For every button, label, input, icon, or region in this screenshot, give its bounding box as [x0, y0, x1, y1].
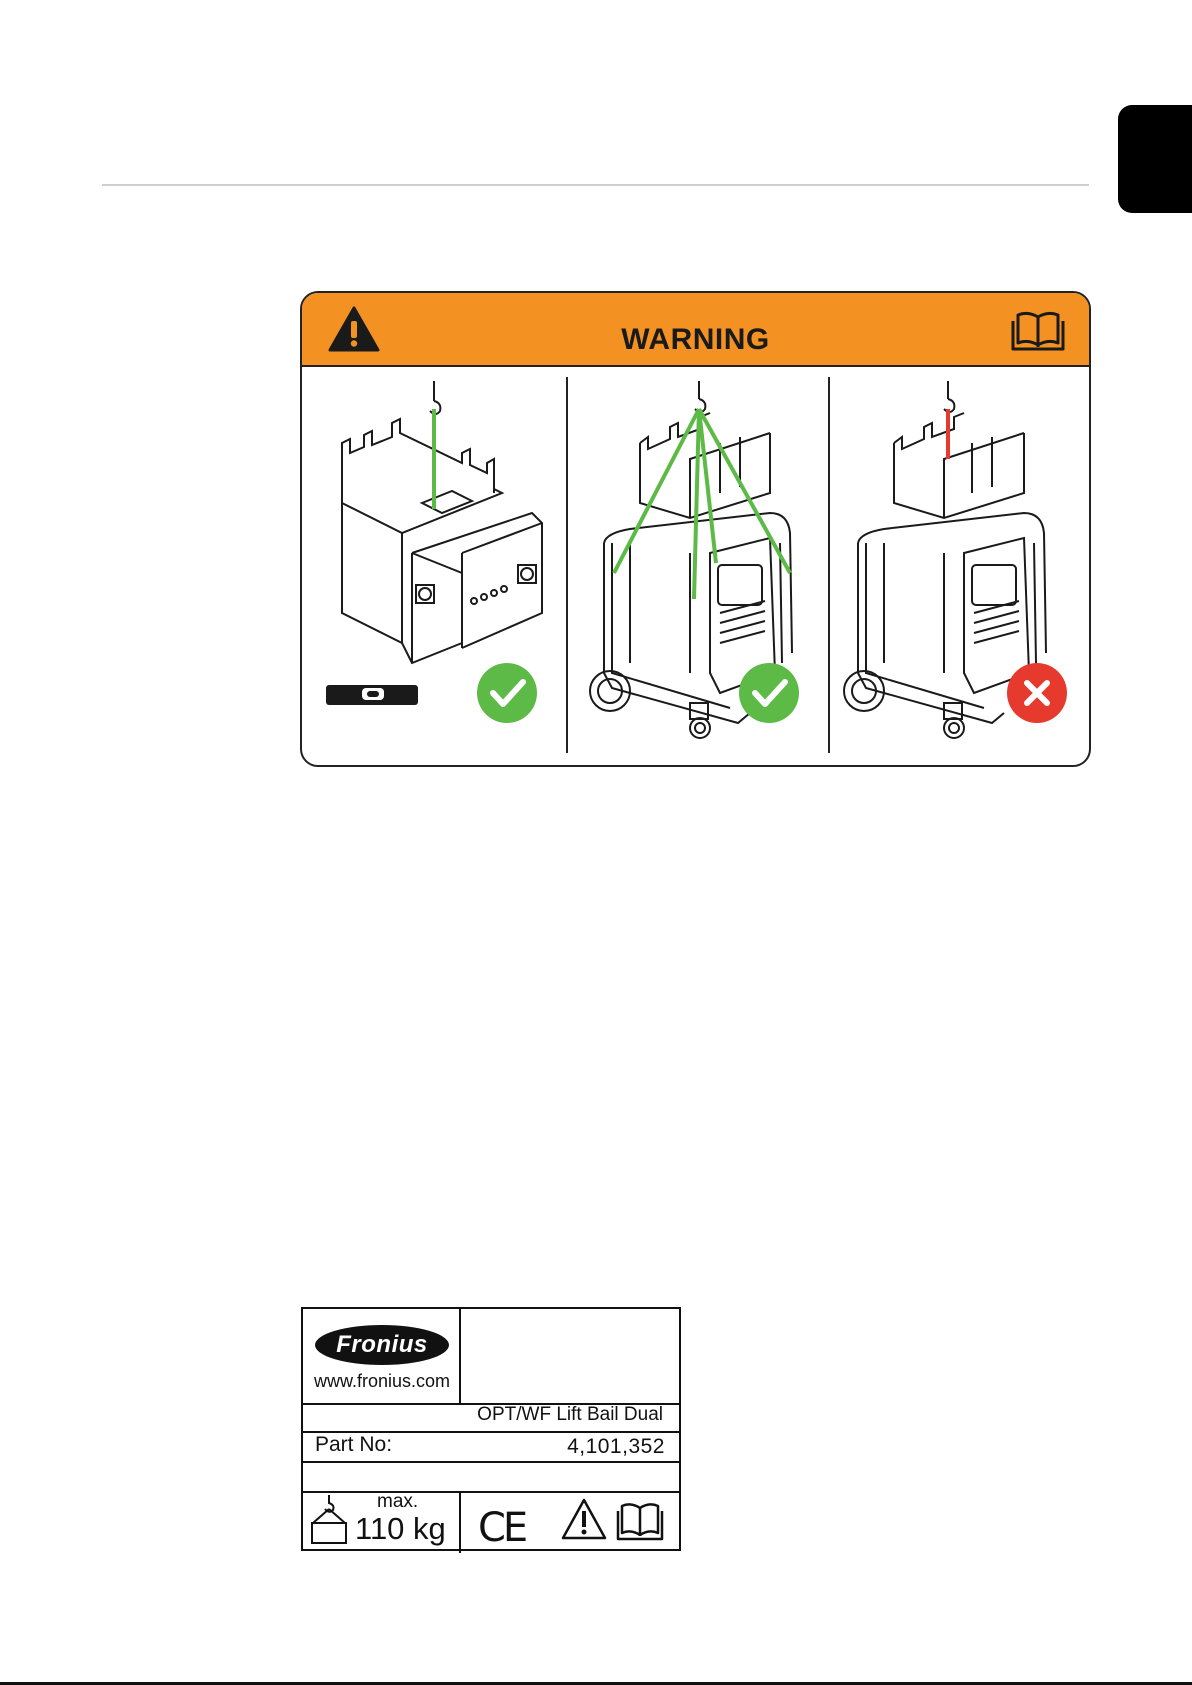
brand-logo: Fronius	[315, 1325, 449, 1365]
part-number-label: Part No:	[315, 1433, 392, 1457]
trolley-illustration	[832, 373, 1086, 763]
plate-rule	[459, 1309, 461, 1403]
wirefeeder-illustration	[312, 373, 562, 763]
plate-rule	[303, 1491, 679, 1493]
brand-name: Fronius	[336, 1331, 428, 1359]
panel-divider	[828, 377, 830, 753]
warning-triangle-icon	[561, 1497, 607, 1541]
read-manual-icon	[615, 1501, 665, 1541]
read-manual-icon	[1010, 309, 1066, 351]
product-name: OPT/WF Lift Bail Dual	[477, 1404, 663, 1426]
spirit-level-icon	[326, 685, 418, 705]
ce-mark: CE	[478, 1505, 525, 1551]
panel-divider	[566, 377, 568, 753]
warning-label: WARNING	[300, 291, 1091, 767]
cross-icon	[1007, 663, 1067, 723]
checkmark-icon	[477, 663, 537, 723]
plate-rule	[459, 1491, 461, 1553]
max-load-label: max.	[377, 1491, 418, 1513]
warning-title: WARNING	[302, 323, 1089, 357]
lifting-hook-icon	[309, 1493, 349, 1545]
header-rule	[102, 184, 1089, 186]
part-number-value: 4,101,352	[567, 1435, 665, 1459]
plate-rule	[303, 1461, 679, 1463]
max-load-value: 110 kg	[355, 1511, 446, 1547]
checkmark-icon	[739, 663, 799, 723]
warning-band: WARNING	[302, 293, 1089, 367]
lift-panel-four-point	[570, 373, 826, 763]
lift-panel-forbidden	[832, 373, 1086, 763]
rating-plate: Fronius www.fronius.com OPT/WF Lift Bail…	[301, 1307, 681, 1551]
brand-url: www.fronius.com	[307, 1371, 457, 1392]
chapter-tab	[1118, 105, 1192, 213]
lift-panel-feeder-only	[312, 373, 562, 763]
trolley-illustration	[570, 373, 826, 763]
